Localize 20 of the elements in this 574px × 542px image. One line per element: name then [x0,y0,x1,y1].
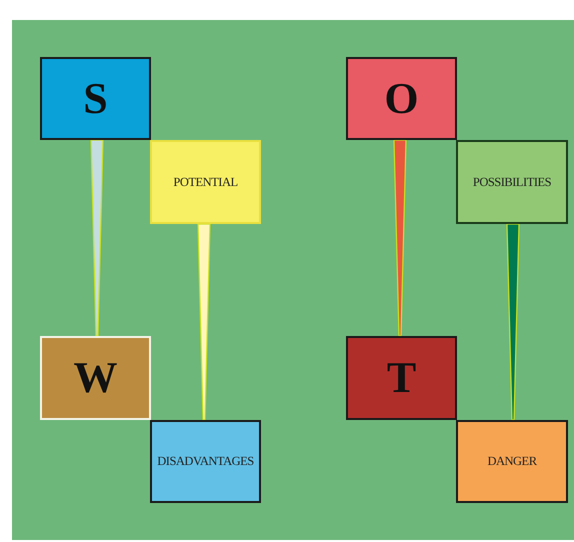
swot-letter: T [386,356,416,400]
label-box [456,140,568,224]
box-label: POSSIBILITIES [472,174,552,190]
letter-box [40,57,151,140]
letter-box [40,336,151,420]
box-label: DANGER [487,454,537,469]
tapered-connector [197,223,211,421]
label-box [456,420,568,503]
letter-box [346,57,457,140]
tapered-connector [506,223,520,421]
box-label: POTENTIAL [173,174,238,190]
label-box [150,140,261,224]
tapered-connector [393,139,407,337]
swot-letter: O [384,76,419,120]
swot-letter: W [74,356,118,400]
swot-letter: S [83,76,108,120]
box-label: DISADVANTAGES [157,454,254,469]
label-box [150,420,261,503]
tapered-connector [90,139,104,337]
letter-box [346,336,457,420]
